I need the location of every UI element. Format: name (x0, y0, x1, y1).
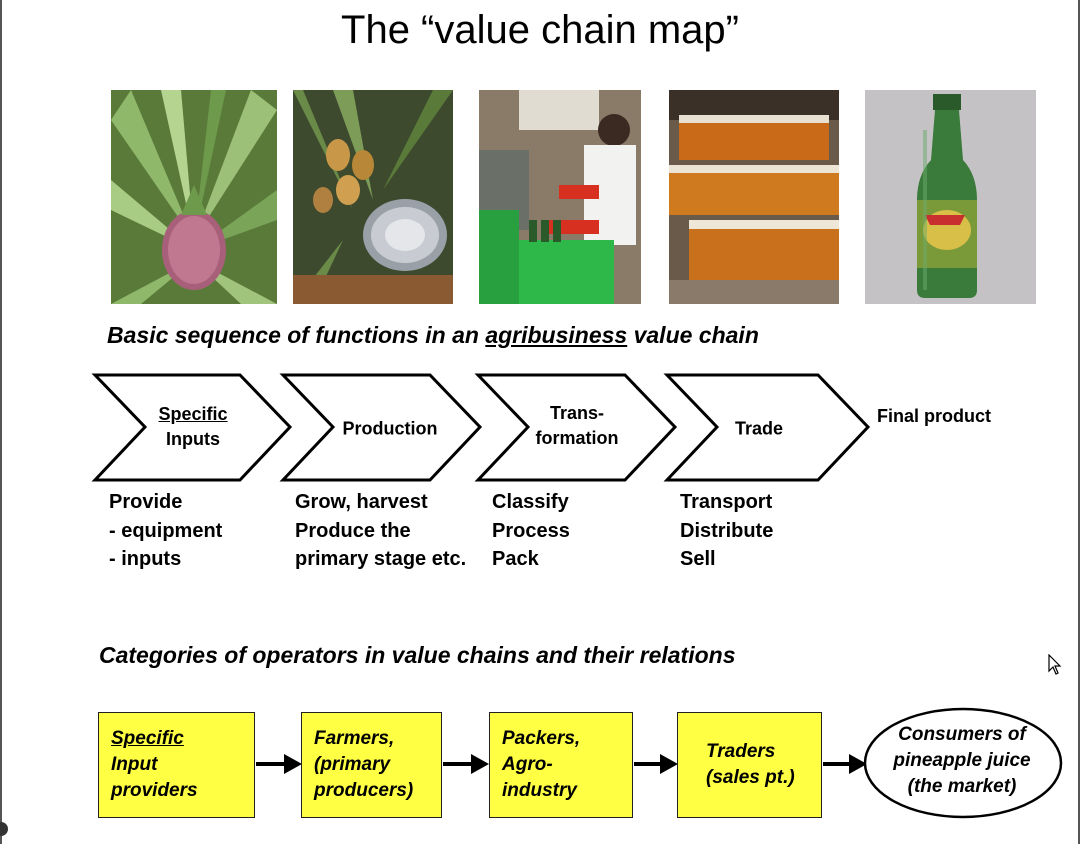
operator-box-line: Agro- (502, 754, 553, 775)
chevron-transformation (474, 373, 678, 482)
chevron-label-line: Inputs (166, 429, 220, 449)
final-product-label: Final product (877, 406, 991, 426)
chevron-label-line: formation (535, 428, 619, 448)
functions-specific-inputs: Provide - equipment - inputs (109, 488, 222, 574)
function-line: Pack (492, 548, 539, 570)
operator-box-line: industry (502, 780, 577, 801)
pineapple-plant-icon (111, 90, 277, 304)
arrow-right-icon (823, 754, 867, 774)
market-label-line: pineapple juice (893, 750, 1031, 771)
operators-heading: Categories of operators in value chains … (99, 642, 736, 668)
corner-dot (0, 822, 8, 836)
sequence-heading-underlined: agribusiness (485, 322, 628, 348)
operator-box-line: Farmers, (314, 728, 395, 749)
operator-box-line: providers (111, 780, 198, 801)
operator-box-line: (sales pt.) (706, 767, 795, 788)
functions-production: Grow, harvest Produce the primary stage … (295, 488, 466, 574)
functions-transformation: Classify Process Pack (492, 488, 570, 574)
function-line: - equipment (109, 519, 223, 542)
pineapple-harvest-icon (293, 90, 453, 304)
function-line: Provide (109, 491, 183, 513)
chevron-production (279, 373, 483, 482)
function-line: Distribute (680, 519, 774, 542)
functions-trade: Transport Distribute Sell (680, 488, 773, 574)
sequence-heading-text: Basic sequence of functions in an (107, 322, 486, 348)
function-line: - inputs (109, 548, 182, 570)
slide-left-edge (0, 0, 2, 844)
slide-title: The “value chain map” (341, 8, 739, 52)
function-line: Transport (680, 491, 773, 513)
photo-green-bottle (865, 90, 1036, 304)
sequence-heading-text-end: value chain (627, 322, 759, 348)
chevron-label-line: Trade (734, 418, 784, 439)
photo-pineapple-harvest (293, 90, 453, 304)
arrow-right-icon (634, 754, 678, 774)
market-label-line: (the market) (907, 776, 1017, 797)
function-line: Produce the (295, 519, 411, 542)
market-label-line: Consumers of (898, 724, 1026, 745)
chevron-trade (663, 373, 871, 482)
chevron-label-line: Trans- (549, 403, 605, 423)
arrow-right-icon (443, 754, 489, 774)
function-line: primary stage etc. (295, 548, 467, 570)
operator-box-line: Input (111, 754, 158, 775)
operator-box-packers: Packers, Agro- industry (489, 712, 633, 818)
operator-box-input-providers: Specific Input providers (98, 712, 255, 818)
market-ellipse (863, 707, 1063, 819)
function-line: Process (492, 519, 570, 542)
operator-box-line: Packers, (502, 728, 581, 749)
chevron-label-line: Production (342, 418, 438, 439)
operator-box-line: Specific (111, 728, 184, 749)
chevron-label-trade: Trade (735, 417, 783, 442)
operator-box-farmers: Farmers, (primary producers) (301, 712, 442, 818)
photo-worker-bottling (479, 90, 641, 304)
chevron-label-specific-inputs: Specific Inputs (158, 402, 227, 452)
operator-box-line: (primary (314, 754, 391, 775)
function-line: Sell (680, 548, 716, 570)
operator-box-line: producers) (314, 780, 414, 801)
arrow-right-icon (256, 754, 302, 774)
sequence-heading: Basic sequence of functions in an agribu… (107, 322, 759, 349)
photo-pineapple-plant (111, 90, 277, 304)
worker-bottling-icon (479, 90, 641, 304)
mouse-cursor-icon (1048, 654, 1062, 675)
chevron-label-transformation: Trans- formation (536, 401, 619, 451)
chevron-specific-inputs (91, 373, 293, 482)
function-line: Classify (492, 491, 569, 513)
operator-box-line: Traders (706, 741, 776, 762)
operator-box-traders: Traders (sales pt.) (677, 712, 822, 818)
slide-right-edge (1078, 0, 1080, 844)
value-chain-chevrons (91, 373, 871, 482)
photo-juice-bottles (669, 90, 839, 304)
chevron-label-line: Specific (158, 404, 228, 424)
juice-bottles-stack-icon (669, 90, 839, 304)
green-bottle-icon (865, 90, 1036, 304)
function-line: Grow, harvest (295, 491, 428, 513)
chevron-label-production: Production (343, 417, 438, 442)
market-label: Consumers of pineapple juice (the market… (872, 722, 1052, 800)
